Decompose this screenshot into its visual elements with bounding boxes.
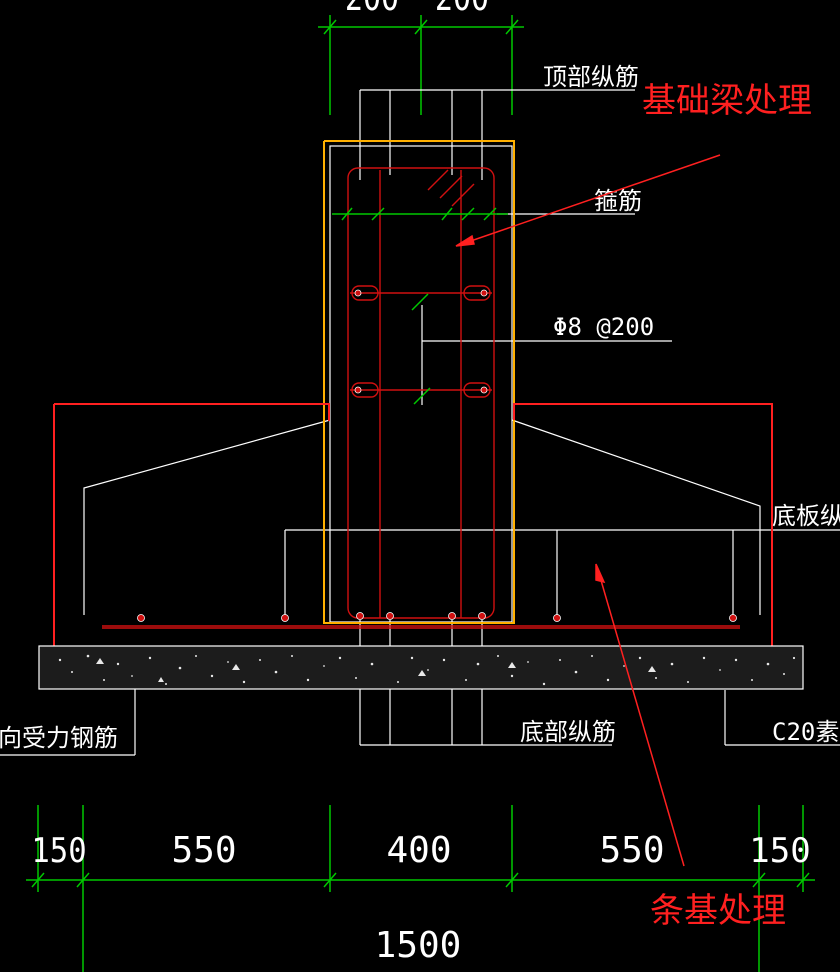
rebar-dots [137,289,737,622]
label-stirrup: 箍筋 [594,187,642,215]
concrete-bed [38,645,804,690]
label-distribution: Φ8 @200 [553,313,654,341]
dim-seg-5: 150 [749,831,810,871]
label-transverse: 向受力钢筋 [0,724,118,752]
top-dim-right-text: 200 [435,0,489,20]
dim-seg-2: 550 [171,830,236,871]
beam-highlight [323,140,515,624]
dim-seg-4: 550 [599,830,664,871]
dim-seg-3: 400 [386,830,451,871]
annotation-strip: 条基处理 [650,891,786,931]
top-dim-left-text: 200 [345,0,399,20]
bottom-dimension [26,805,815,972]
label-bottom-longitudinal: 底部纵筋 [520,718,616,746]
top-dimension [318,15,524,115]
strip-footing-highlight [53,403,773,649]
dim-seg-1: 150 [31,830,86,870]
annotation-arrows [455,154,721,867]
label-top-longitudinal: 顶部纵筋 [543,63,639,91]
label-concrete: C20素 [772,718,839,746]
dim-total: 1500 [375,925,462,966]
stirrup-ticks [332,207,508,405]
annotation-beam: 基础梁处理 [642,81,812,121]
label-bottom-plate: 底板纵 [772,502,840,530]
leader-lines [0,89,840,756]
